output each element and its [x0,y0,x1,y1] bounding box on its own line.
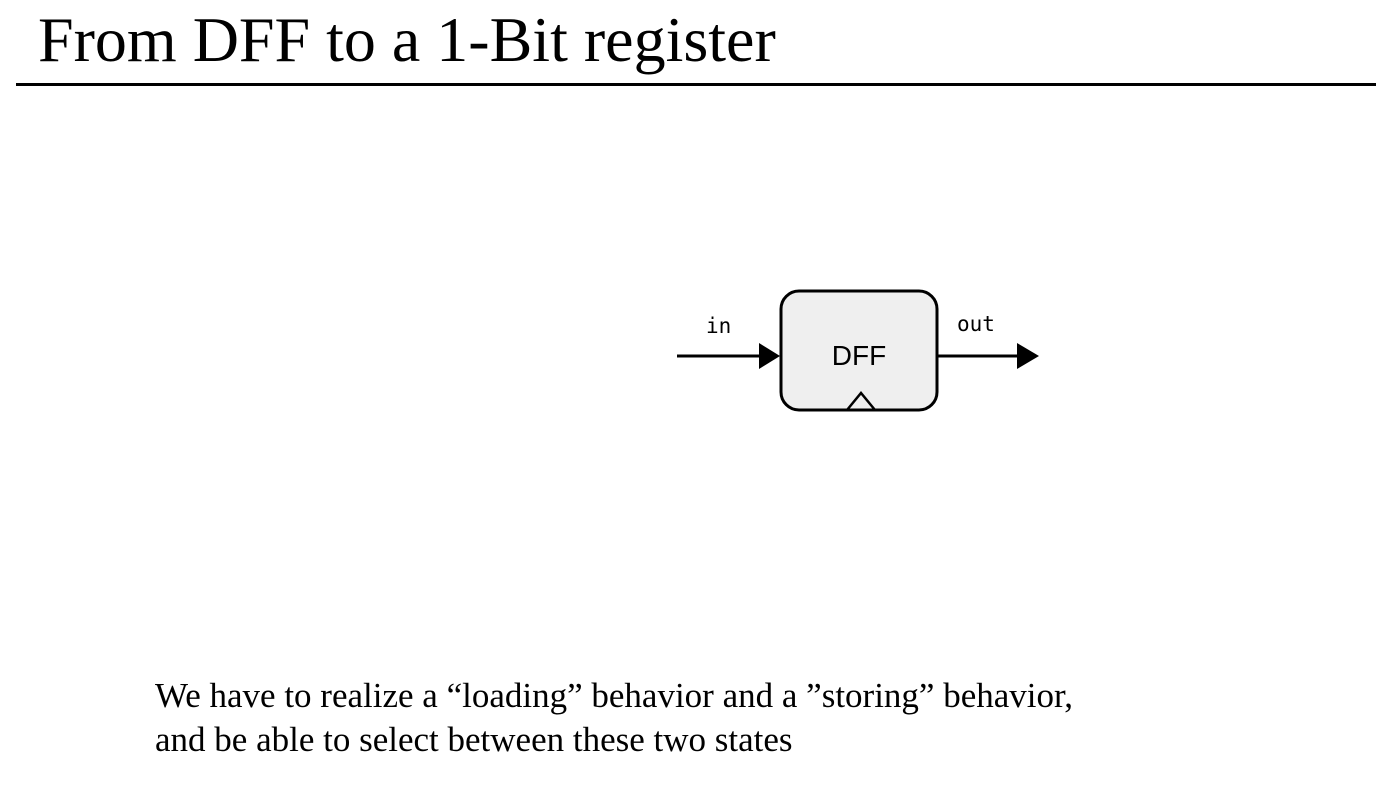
dff-chip-body [779,289,939,412]
title-divider [16,83,1376,86]
slide-title: From DFF to a 1-Bit register [38,4,776,75]
dff-chip-label: DFF [832,340,886,371]
clock-triangle-icon [846,391,876,411]
output-arrowhead [1017,343,1039,369]
input-label: in [706,314,731,338]
output-label: out [957,312,995,336]
input-arrowhead [759,343,780,369]
body-line-2: and be able to select between these two … [155,720,793,759]
dff-diagram-svg: in DFF out [677,289,1039,412]
body-line-1: We have to realize a “loading” behavior … [155,676,1073,715]
dff-diagram: in DFF out [660,280,1060,430]
body-paragraph: We have to realize a “loading” behavior … [155,674,1355,762]
